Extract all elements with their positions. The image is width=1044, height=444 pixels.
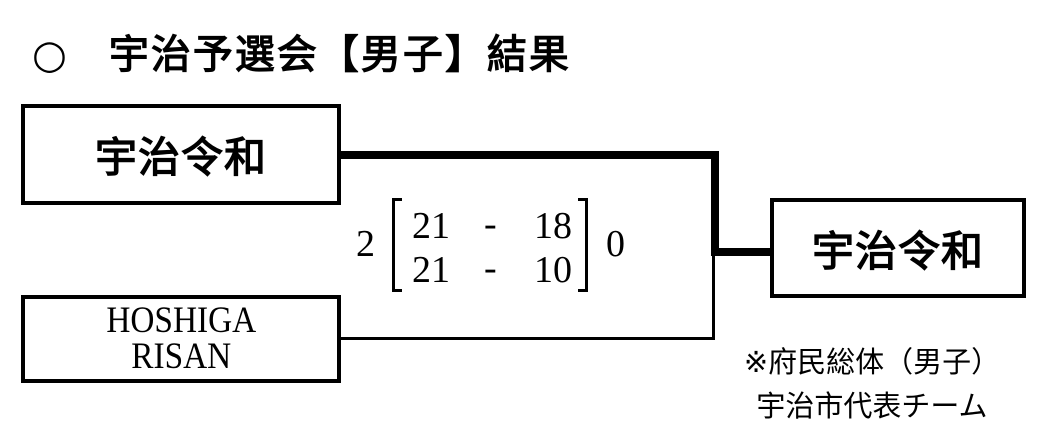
team-name-bottom-line2: RISAN: [131, 336, 231, 377]
team-name-top: 宇治令和: [94, 133, 267, 182]
set1-bottom-score: 18: [534, 205, 572, 247]
score-bracket-right: [578, 198, 588, 292]
set1-top-score: 21: [412, 205, 450, 247]
winner-name: 宇治令和: [811, 226, 984, 276]
set2-dash: -: [484, 247, 497, 289]
winner-box: 宇治令和: [770, 198, 1026, 298]
circle-marker: ○: [32, 32, 69, 78]
winner-line-horizontal-top: [341, 151, 719, 159]
loser-line-horizontal: [341, 337, 715, 340]
title-text: 宇治予選会【男子】結果: [108, 32, 571, 78]
note: ※府民総体（男子） 宇治市代表チーム: [722, 340, 1022, 428]
set2-bottom-score: 10: [534, 249, 572, 291]
page-title: ○ 宇治予選会【男子】結果: [32, 22, 571, 80]
set1-dash: -: [484, 203, 497, 245]
team-name-bottom-line1: HOSHIGA: [106, 300, 256, 341]
sets-won-top: 2: [356, 223, 375, 265]
note-line2: 宇治市代表チーム: [756, 389, 988, 423]
team-box-bottom: HOSHIGA RISAN: [21, 295, 341, 383]
team-name-bottom: HOSHIGA RISAN: [106, 300, 256, 377]
loser-line-vertical: [712, 254, 715, 340]
winner-line-vertical: [711, 151, 719, 255]
sets-won-bottom: 0: [606, 223, 625, 265]
team-box-top: 宇治令和: [21, 104, 341, 205]
score-bracket-left: [392, 198, 402, 292]
winner-line-to-final: [711, 248, 771, 256]
note-line1: ※府民総体（男子）: [743, 345, 1001, 379]
set2-top-score: 21: [412, 249, 450, 291]
